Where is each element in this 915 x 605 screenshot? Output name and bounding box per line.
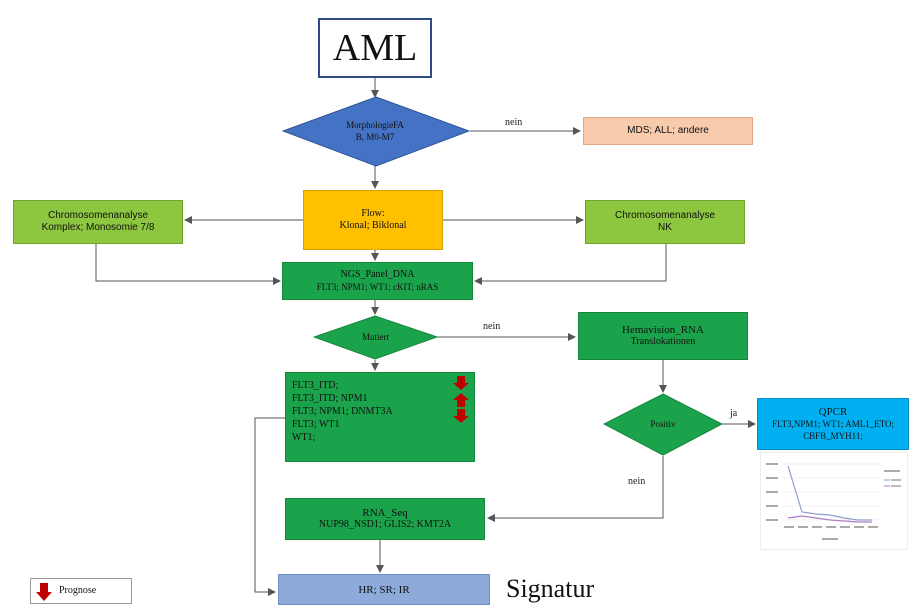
arrow-up-icon	[453, 393, 469, 407]
series-line-1	[787, 465, 872, 521]
qpcr-line1: QPCR	[818, 406, 848, 418]
mutation-item: FLT3_ITD; NPM1	[292, 393, 368, 404]
aml-title-box: AML	[318, 18, 432, 78]
mutiert-label-wrap: Mutiert	[333, 329, 418, 345]
positiv-diamond	[603, 393, 723, 456]
other-diagnoses-box: MDS; ALL; andere	[583, 117, 753, 145]
legend-marks	[884, 470, 901, 487]
series-line-2	[787, 515, 872, 523]
edge-label-nein-mid: nein	[483, 321, 501, 332]
mutation-item: FLT3_ITD;	[292, 380, 339, 391]
arrow-positiv-to-rnaseq	[487, 456, 664, 522]
flow-line2: Klonal; Biklonal	[339, 220, 407, 231]
chromo-right-box: Chromosomenanalyse NK	[585, 200, 745, 244]
positiv-label: Positiv	[650, 419, 676, 429]
mutation-item: WT1;	[292, 432, 316, 443]
qpcr-line2: FLT3,NPM1; WT1; AML1_ETO;	[771, 419, 895, 429]
hemavision-line1: Hemavision_RNA	[622, 324, 704, 336]
ngs-line1: NGS_Panel_DNA	[340, 269, 415, 280]
rna-seq-box: RNA_Seq NUP98_NSD1; GLIS2; KMT2A	[285, 498, 485, 540]
chromo-left-line1: Chromosomenanalyse	[47, 210, 149, 221]
risk-box: HR; SR; IR	[278, 574, 490, 605]
morphology-line1: MorphologieFA	[346, 120, 404, 130]
signatur-label: Signatur	[506, 574, 595, 603]
mutation-item: FLT3; WT1	[292, 419, 340, 430]
flow-box: Flow: Klonal; Biklonal	[303, 190, 443, 250]
positiv-label-wrap: Positiv	[623, 416, 703, 432]
x-axis-title-mark	[822, 538, 838, 540]
other-diagnoses-text: MDS; ALL; andere	[627, 125, 709, 136]
mutiert-label: Mutiert	[362, 332, 389, 342]
hemavision-line2: Translokationen	[630, 336, 696, 347]
arrow-chromo-left-to-ngs	[95, 244, 281, 285]
arrow-down-icon	[36, 583, 52, 601]
qpcr-chart-thumbnail	[760, 452, 908, 550]
chromo-right-line2: NK	[658, 222, 672, 233]
ngs-panel-box: NGS_Panel_DNA FLT3; NPM1; WT1; cKIT; nRA…	[282, 262, 473, 300]
flow-line1: Flow:	[361, 208, 385, 219]
arrow-down-icon	[453, 376, 469, 390]
aml-title: AML	[332, 27, 418, 69]
morphology-line2: B, M0-M7	[355, 132, 395, 142]
legend-box: Prognose	[30, 578, 132, 604]
arrow-mutations-to-risk	[254, 417, 285, 596]
qpcr-line3: CBFB_MYH11;	[803, 431, 863, 441]
mutiert-diamond	[313, 315, 438, 360]
legend-label: Prognose	[59, 585, 97, 596]
risk-text: HR; SR; IR	[358, 583, 410, 596]
qpcr-box: QPCR FLT3,NPM1; WT1; AML1_ETO; CBFB_MYH1…	[757, 398, 909, 450]
chromo-left-box: Chromosomenanalyse Komplex; Monosomie 7/…	[13, 200, 183, 244]
edge-label-nein-bottom: nein	[628, 476, 646, 487]
rnaseq-line2: NUP98_NSD1; GLIS2; KMT2A	[318, 519, 452, 530]
chromo-right-line1: Chromosomenanalyse	[614, 210, 716, 221]
morphology-label: MorphologieFA B, M0-M7	[320, 115, 430, 147]
arrow-down-icon	[453, 409, 469, 423]
rnaseq-line1: RNA_Seq	[362, 507, 408, 519]
morphology-diamond	[282, 96, 470, 167]
hemavision-box: Hemavision_RNA Translokationen	[578, 312, 748, 360]
y-tick-marks	[766, 463, 778, 521]
arrow-chromo-right-to-ngs	[474, 244, 667, 285]
edge-label-nein-top: nein	[505, 117, 523, 128]
mutation-item: FLT3; NPM1; DNMT3A	[292, 406, 393, 417]
chromo-left-line2: Komplex; Monosomie 7/8	[41, 222, 155, 233]
x-tick-marks	[784, 526, 878, 528]
mutations-box: FLT3_ITD; FLT3_ITD; NPM1 FLT3; NPM1; DNM…	[285, 372, 475, 462]
edge-label-ja: ja	[730, 408, 738, 419]
ngs-line2: FLT3; NPM1; WT1; cKIT; nRAS	[316, 282, 439, 292]
prognosis-arrows	[453, 376, 469, 423]
